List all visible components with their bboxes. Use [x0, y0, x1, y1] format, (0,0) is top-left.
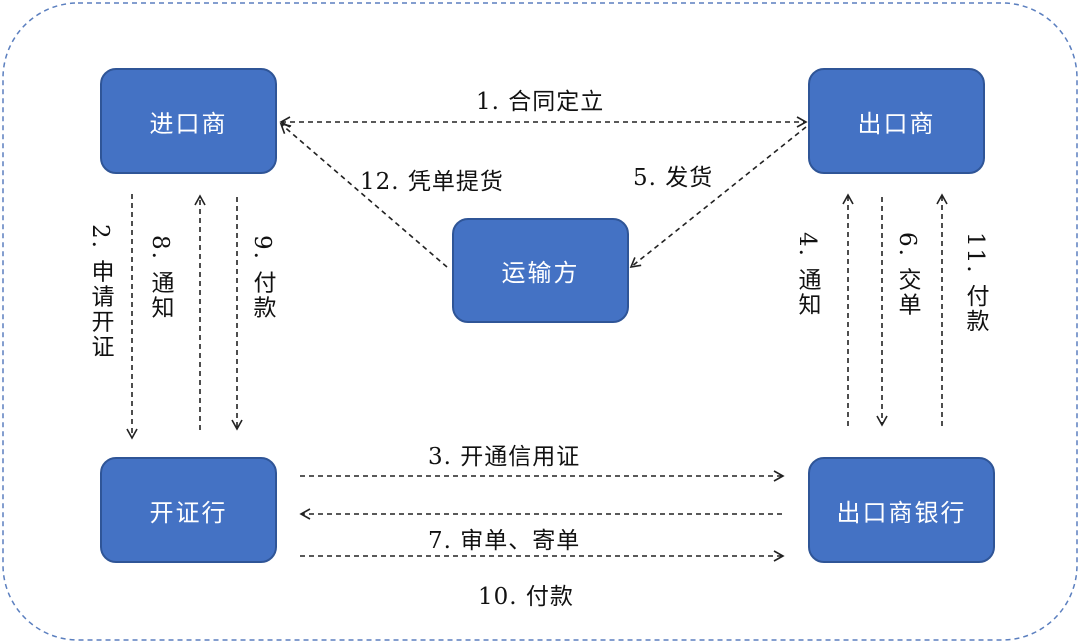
node-exporter: 出口商 [808, 68, 985, 174]
arrow-12-pickup [279, 122, 448, 268]
label-step-12: 12. 凭单提货 [360, 169, 504, 195]
label-step-2: 2. 申请开证 [87, 224, 113, 360]
node-carrier: 运输方 [452, 218, 629, 323]
label-step-9: 9. 付款 [249, 235, 275, 321]
node-importer: 进口商 [100, 68, 277, 174]
label-step-6: 6. 交单 [894, 232, 920, 318]
node-issuing-bank: 开证行 [100, 457, 277, 563]
label-step-8: 8. 通知 [147, 235, 173, 321]
label-step-5: 5. 发货 [633, 165, 714, 191]
label-step-10: 10. 付款 [478, 584, 574, 610]
label-step-1: 1. 合同定立 [476, 89, 605, 115]
label-step-11: 11. 付款 [962, 232, 988, 334]
label-step-3: 3. 开通信用证 [428, 444, 581, 470]
label-step-4: 4. 通知 [794, 232, 820, 318]
arrow-5-ship [629, 126, 807, 269]
node-exporter-bank: 出口商银行 [808, 457, 995, 563]
label-step-7: 7. 审单、寄单 [428, 528, 581, 554]
